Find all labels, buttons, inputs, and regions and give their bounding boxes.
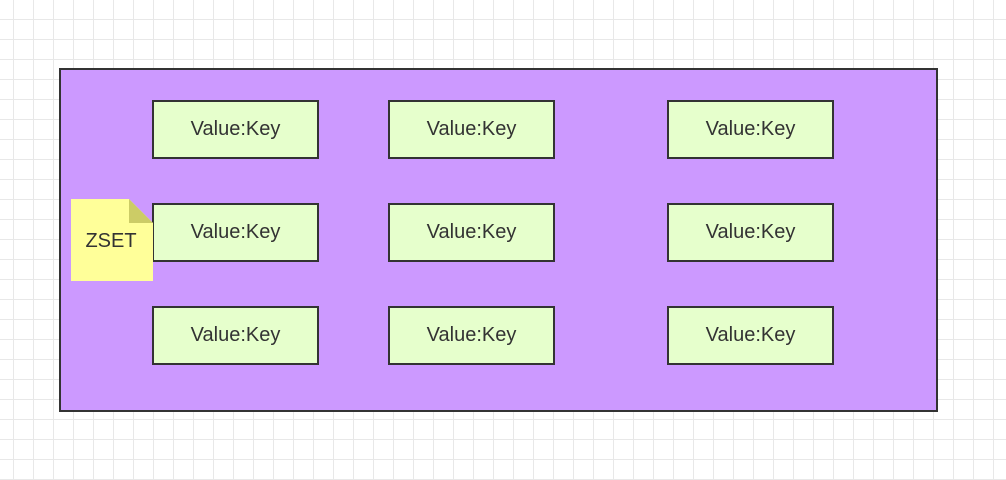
note-label: ZSET: [85, 229, 137, 252]
value-key-node: Value:Key: [388, 100, 555, 159]
zset-note: ZSET: [71, 199, 153, 281]
value-key-node: Value:Key: [152, 306, 319, 365]
value-key-node: Value:Key: [388, 306, 555, 365]
value-key-node: Value:Key: [667, 306, 834, 365]
value-key-node: Value:Key: [152, 203, 319, 262]
value-key-node: Value:Key: [152, 100, 319, 159]
value-key-node: Value:Key: [388, 203, 555, 262]
value-key-node: Value:Key: [667, 203, 834, 262]
note-shape: [71, 199, 153, 281]
value-key-node: Value:Key: [667, 100, 834, 159]
